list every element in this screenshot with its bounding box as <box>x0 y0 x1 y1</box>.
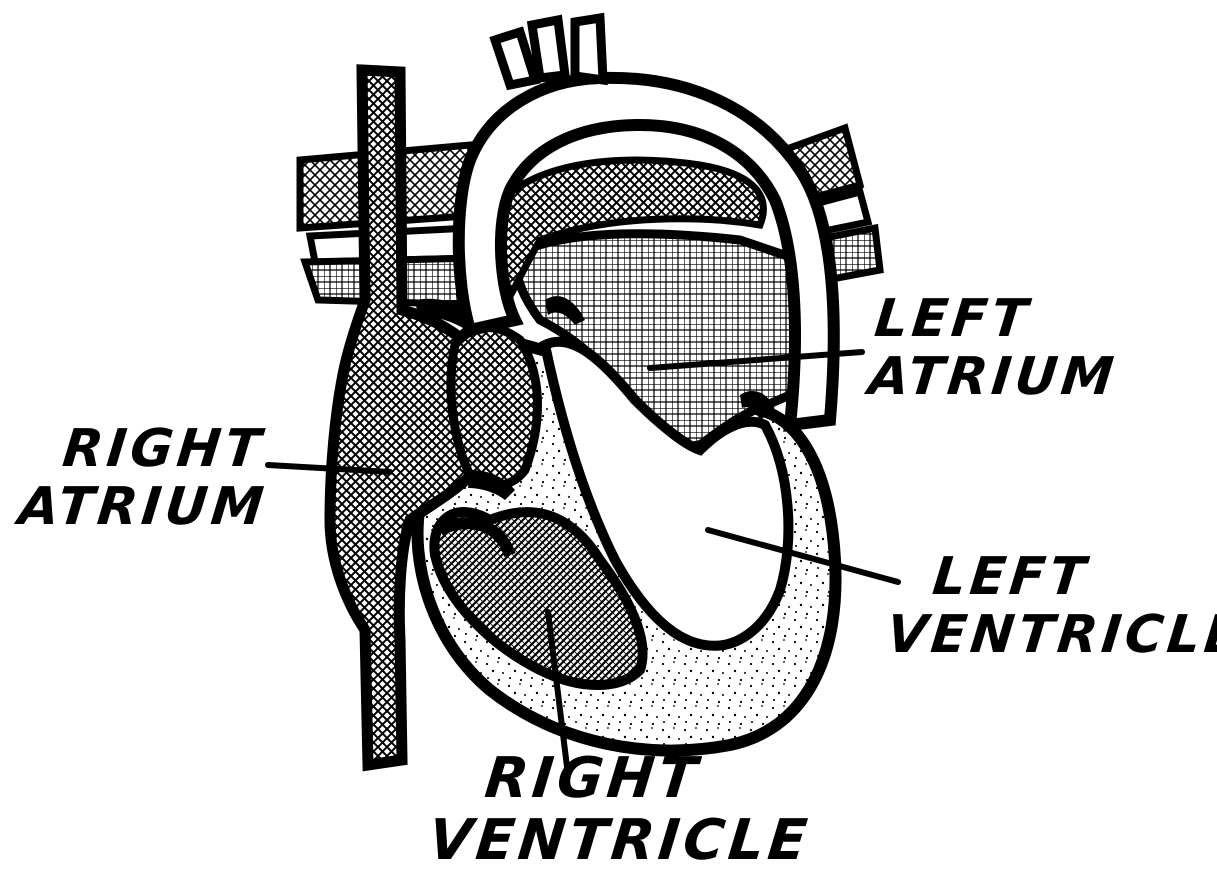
aortic-branches <box>495 18 603 85</box>
label-left-atrium: LEFT ATRIUM <box>866 290 1126 406</box>
label-left-ventricle: LEFT VENTRICLE <box>884 548 1217 664</box>
label-left-atrium-line1: LEFT <box>872 290 1126 348</box>
label-right-atrium-line1: RIGHT <box>22 420 276 478</box>
label-right-ventricle-line1: RIGHT <box>432 748 820 810</box>
label-right-atrium: RIGHT ATRIUM <box>16 420 276 536</box>
label-right-ventricle-line2: VENTRICLE <box>425 810 813 872</box>
label-left-ventricle-line1: LEFT <box>890 548 1217 606</box>
label-left-ventricle-line2: VENTRICLE <box>884 606 1217 664</box>
label-right-ventricle: RIGHT VENTRICLE <box>425 748 820 872</box>
atrial-septum <box>451 328 538 486</box>
label-left-atrium-line2: ATRIUM <box>866 348 1120 406</box>
label-right-atrium-line2: ATRIUM <box>16 478 270 536</box>
